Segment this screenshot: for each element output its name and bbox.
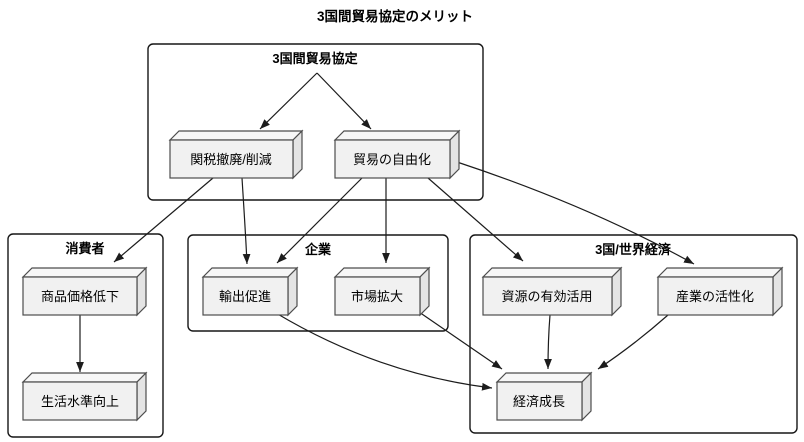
node-industry-vitalization-label: 産業の活性化 [676, 289, 754, 304]
node-price-drop-front-face [22, 276, 138, 316]
edge-tariff-to-price-drop [113, 177, 214, 263]
edge-liberalization-to-export-promotion [276, 177, 363, 264]
node-price-drop-side-face [136, 266, 147, 317]
node-living-standard-top-face [21, 372, 148, 383]
edges [76, 72, 695, 391]
node-export-promotion-front-face [202, 276, 289, 316]
edge-industry-vitalization-to-economic-growth [597, 314, 669, 370]
edge-agreement-to-tariff [259, 72, 318, 130]
edge-resource-use-to-economic-growth [544, 314, 552, 370]
node-tariff: 関税撤廃/削減 [168, 129, 304, 180]
node-liberalization-front-face [334, 139, 451, 179]
node-tariff-label: 関税撤廃/削減 [190, 152, 272, 167]
node-market-expansion: 市場拡大 [333, 266, 431, 317]
node-resource-use-side-face [611, 266, 622, 317]
node-economic-growth: 経済成長 [495, 371, 593, 422]
edge-liberalization-to-resource-use [427, 177, 524, 262]
edge-liberalization-to-industry-vitalization [456, 161, 695, 265]
edge-market-expansion-to-economic-growth [418, 311, 503, 370]
node-living-standard-label: 生活水準向上 [41, 394, 119, 409]
edge-agreement-to-liberalization [316, 72, 372, 130]
cluster-world-label: 3国/世界経済 [595, 242, 672, 257]
node-liberalization-side-face [449, 129, 460, 180]
node-tariff-side-face [292, 129, 303, 180]
node-export-promotion-label: 輸出促進 [219, 289, 271, 304]
node-resource-use-front-face [482, 276, 613, 316]
node-tariff-front-face [169, 139, 294, 179]
edge-tariff-to-export-promotion [241, 177, 251, 265]
edge-export-promotion-to-economic-growth [275, 312, 493, 391]
node-export-promotion: 輸出促進 [201, 266, 299, 317]
node-living-standard-front-face [22, 381, 138, 421]
node-economic-growth-front-face [496, 381, 583, 421]
cluster-agreement-label: 3国間貿易協定 [272, 51, 357, 66]
node-industry-vitalization-side-face [772, 266, 783, 317]
node-export-promotion-side-face [287, 266, 298, 317]
node-living-standard-side-face [136, 371, 147, 422]
node-living-standard: 生活水準向上 [21, 371, 148, 422]
node-price-drop: 商品価格低下 [21, 266, 148, 317]
node-industry-vitalization-top-face [656, 267, 784, 278]
node-market-expansion-top-face [333, 267, 431, 278]
node-market-expansion-label: 市場拡大 [351, 289, 403, 304]
node-liberalization: 貿易の自由化 [333, 129, 461, 180]
node-tariff-top-face [168, 130, 304, 141]
node-resource-use-top-face [481, 267, 623, 278]
node-export-promotion-top-face [201, 267, 299, 278]
node-price-drop-label: 商品価格低下 [41, 289, 119, 304]
node-resource-use-label: 資源の有効活用 [501, 289, 592, 304]
cluster-companies-label: 企業 [304, 242, 332, 257]
node-industry-vitalization-front-face [657, 276, 774, 316]
node-price-drop-top-face [21, 267, 148, 278]
node-economic-growth-label: 経済成長 [513, 394, 565, 409]
cluster-consumers-label: 消費者 [65, 241, 104, 256]
node-liberalization-label: 貿易の自由化 [353, 152, 431, 167]
node-market-expansion-side-face [419, 266, 430, 317]
node-economic-growth-top-face [495, 372, 593, 383]
node-economic-growth-side-face [581, 371, 592, 422]
node-industry-vitalization: 産業の活性化 [656, 266, 784, 317]
node-market-expansion-front-face [334, 276, 421, 316]
diagram-title: 3国間貿易協定のメリット [317, 8, 473, 24]
node-liberalization-top-face [333, 130, 461, 141]
node-resource-use: 資源の有効活用 [481, 266, 623, 317]
